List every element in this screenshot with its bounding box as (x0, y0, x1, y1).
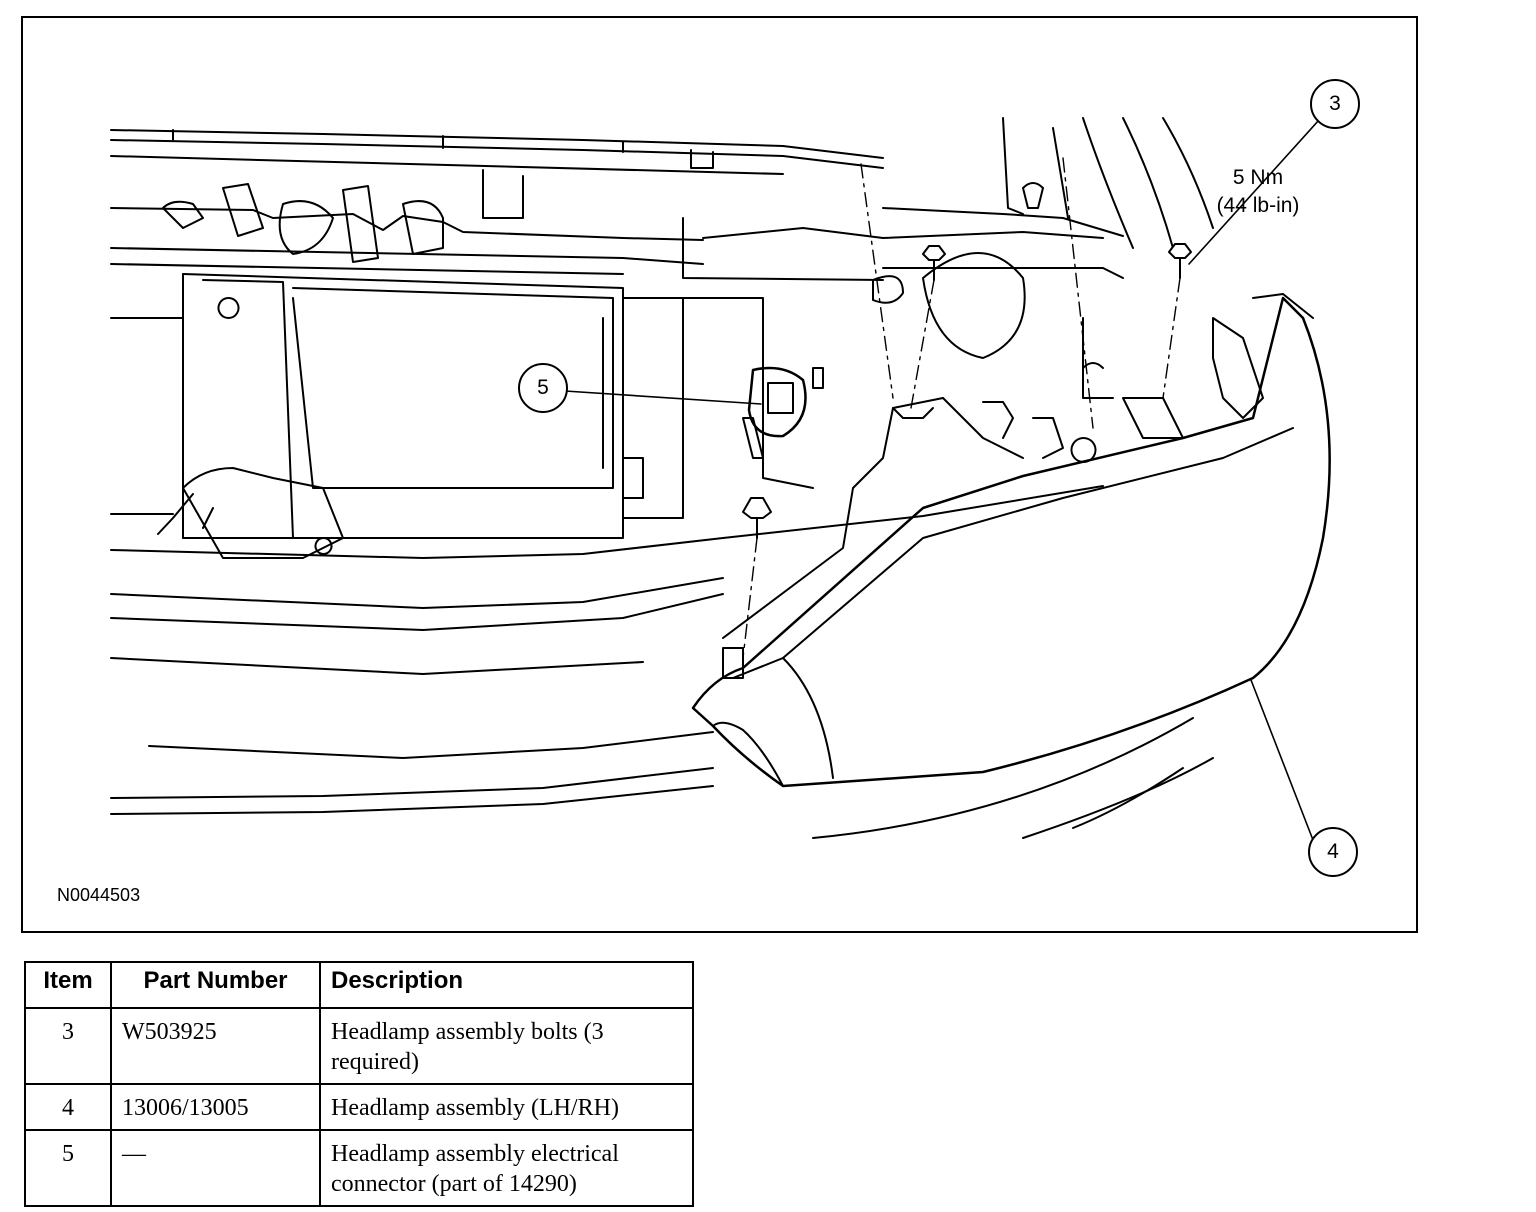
figure-id: N0044503 (57, 885, 141, 905)
callout-5-circle (518, 363, 568, 413)
cell-description: Headlamp assembly (LH/RH) (319, 1083, 694, 1131)
table-header-row: Item Part Number Description (24, 961, 694, 1009)
cell-item: 4 (24, 1083, 112, 1131)
header-part-number: Part Number (110, 961, 321, 1009)
callout-4-circle (1308, 827, 1358, 877)
header-description: Description (319, 961, 694, 1009)
header-item: Item (24, 961, 112, 1009)
bolts-drawing (742, 243, 1192, 539)
callout-3-circle (1310, 79, 1360, 129)
headlamp-assembly-drawing (691, 293, 1331, 788)
callout-number-3: 3 (1329, 92, 1341, 115)
torque-spec-nm: 5 Nm (1232, 166, 1284, 189)
table-row: 4 13006/13005 Headlamp assembly (LH/RH) (24, 1083, 694, 1131)
callout-number-4: 4 (1327, 840, 1339, 863)
cell-part-number: — (110, 1129, 321, 1207)
cell-description: Headlamp assembly electrical connector (… (319, 1129, 694, 1207)
cell-part-number: 13006/13005 (110, 1083, 321, 1131)
install-lines (742, 157, 1181, 659)
torque-spec-lbin: (44 lb-in) (1216, 194, 1300, 217)
cell-item: 5 (24, 1129, 112, 1207)
table-row: 5 — Headlamp assembly electrical connect… (24, 1129, 694, 1207)
bumper-fascia-drawing (110, 485, 1214, 839)
parts-table: Item Part Number Description 3 W503925 H… (24, 961, 694, 1207)
radiator-support-drawing (110, 117, 1214, 399)
cell-part-number: W503925 (110, 1007, 321, 1085)
table-row: 3 W503925 Headlamp assembly bolts (3 req… (24, 1007, 694, 1085)
headlamp-line-drawing (110, 79, 1360, 877)
cell-item: 3 (24, 1007, 112, 1085)
grille-panel-drawing (110, 273, 824, 559)
leader-lines (564, 119, 1320, 841)
callout-number-5: 5 (537, 376, 549, 399)
diagram-frame: 3 4 5 5 Nm (44 lb-in) N0044503 (21, 16, 1418, 933)
cell-description: Headlamp assembly bolts (3 required) (319, 1007, 694, 1085)
